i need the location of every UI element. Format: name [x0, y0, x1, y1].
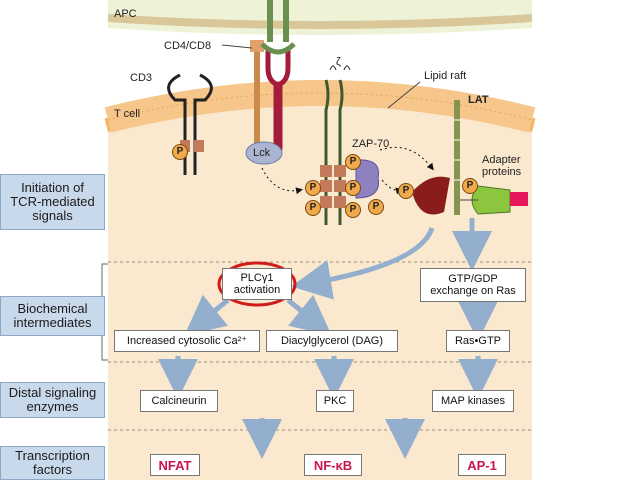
gtp-gdp-exchange-node: GTP/GDP exchange on Ras: [420, 268, 526, 302]
calcium-node: Increased cytosolic Ca²⁺: [114, 330, 260, 352]
cd4-chain-b: [277, 50, 291, 150]
lck-label: Lck: [253, 147, 271, 159]
lipid-raft-pointer: [387, 81, 421, 109]
cd3-itam-2: [194, 140, 204, 152]
cd4-chain-a: [265, 50, 279, 150]
cd4-head: [250, 40, 264, 52]
lat-protein: [454, 100, 460, 215]
zeta-itam-4: [334, 180, 346, 192]
zeta-itam-6: [334, 196, 346, 208]
phospho-marker: P: [305, 200, 321, 216]
apc-membrane-fill: [108, 0, 532, 35]
phospho-marker: P: [305, 180, 321, 196]
membrane-band: [104, 80, 536, 133]
nfkb-factor: NF-κB: [304, 454, 362, 476]
apc-label: APC: [114, 8, 137, 20]
zeta-chain-b: [338, 79, 344, 225]
tcr-head: [260, 42, 296, 55]
apc-membrane: [107, 14, 533, 29]
cd4-pointer: [221, 44, 253, 49]
zap70-arrow-2: [379, 146, 434, 171]
phospho-marker: P: [368, 199, 384, 215]
stage-biochemical: Biochemical intermediates: [0, 296, 105, 336]
stage-transcription: Transcription factors: [0, 446, 105, 480]
nfat-factor: NFAT: [150, 454, 200, 476]
pkc-node: PKC: [316, 390, 354, 412]
cd4-cd8-label: CD4/CD8: [164, 40, 212, 52]
cd3-label: CD3: [130, 72, 153, 84]
adapter-tag: [510, 192, 528, 206]
phospho-marker: P: [172, 144, 188, 160]
phospho-marker: P: [462, 178, 478, 194]
zeta-chain-a: [324, 79, 330, 225]
t-cell-label: T cell: [114, 108, 141, 120]
zeta-curl-a: [329, 65, 337, 71]
zeta-curl-b: [343, 65, 351, 71]
phospho-marker: P: [398, 183, 414, 199]
lat-label: LAT: [468, 94, 489, 106]
plc-gamma1-node: PLCγ1 activation: [222, 268, 292, 300]
zeta-itam-5: [320, 196, 332, 208]
zap70-label: ZAP-70: [352, 138, 390, 150]
ras-gtp-node: Ras•GTP: [446, 330, 510, 352]
zeta-itam-2: [334, 165, 346, 177]
calcineurin-node: Calcineurin: [140, 390, 218, 412]
arrow-to-plc: [291, 227, 435, 300]
dag-node: Diacylglycerol (DAG): [266, 330, 398, 352]
stage-distal: Distal signaling enzymes: [0, 382, 105, 418]
zap70-kinase: [355, 159, 380, 199]
arrow-plc-dag: [286, 294, 332, 336]
lipid-raft-label: Lipid raft: [424, 70, 467, 82]
lck-arrow: [261, 167, 303, 195]
cd3-chain-a: [167, 73, 187, 175]
cd4-stem: [254, 45, 260, 155]
phospho-marker: P: [345, 180, 361, 196]
cd3-chain-b: [193, 73, 213, 175]
map-kinases-node: MAP kinases: [432, 390, 514, 412]
zeta-label: ζ: [336, 56, 341, 68]
plc-molecule: [412, 176, 450, 215]
mhc-stalk: [267, 0, 289, 42]
adapter-proteins-label: Adapter proteins: [482, 154, 522, 178]
phospho-marker: P: [345, 154, 361, 170]
plc-highlight-circle: [217, 261, 297, 307]
stage-initiation: Initiation of TCR-mediated signals: [0, 174, 105, 230]
zeta-itam-3: [320, 180, 332, 192]
lck-kinase: [245, 141, 283, 165]
arrow-plc-ca: [184, 294, 230, 336]
zeta-itam-1: [320, 165, 332, 177]
phospho-marker: P: [345, 202, 361, 218]
ap1-factor: AP-1: [458, 454, 506, 476]
